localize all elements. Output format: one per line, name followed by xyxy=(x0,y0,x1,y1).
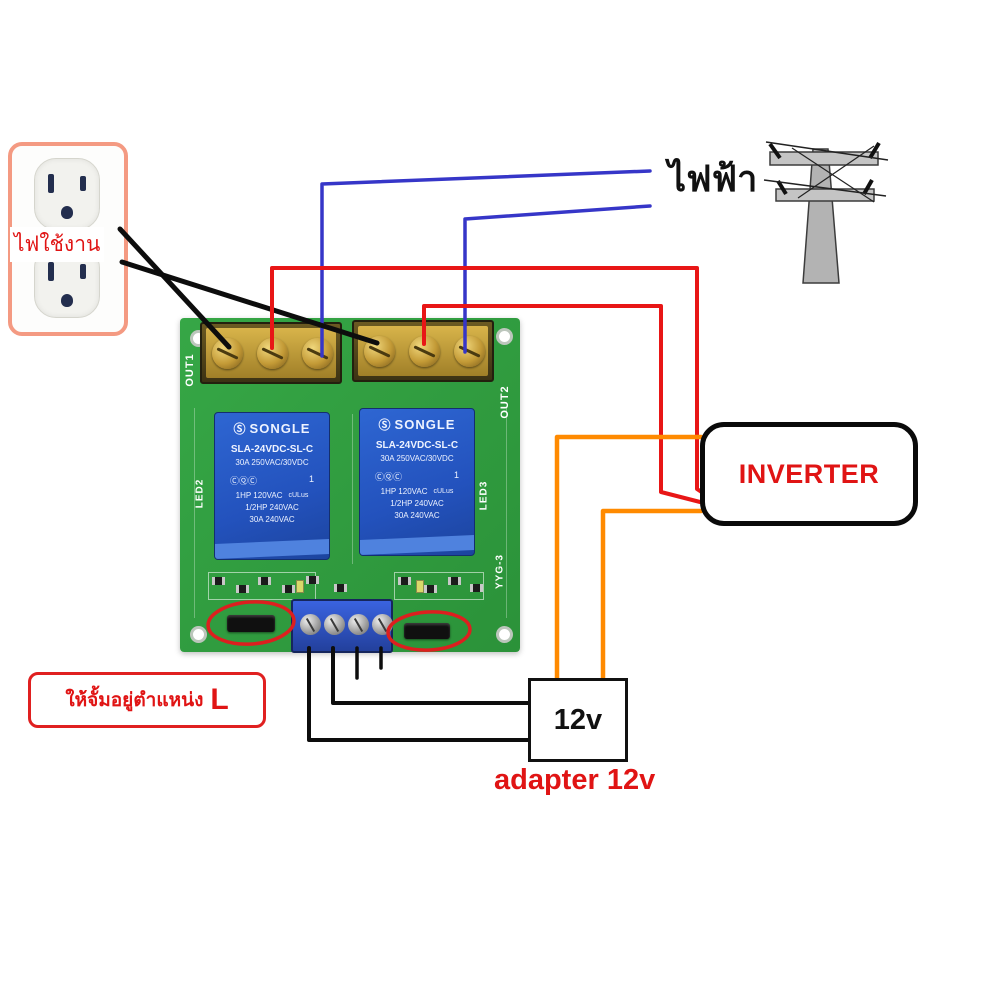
silkscreen-box xyxy=(208,572,316,600)
relay-module-board: OUT1 OUT2 Ⓢ SONGLE SLA-24VDC-SL-C 30A 25… xyxy=(180,318,520,653)
cert-number: 1 xyxy=(308,474,314,484)
relay-rating-row: 1HP 120VAC cULus xyxy=(360,487,474,496)
relay-cert-row: ⒸⓆⒸ 1 xyxy=(360,470,474,483)
led2-silkscreen-label: LED2 xyxy=(194,478,206,509)
smd-component xyxy=(212,577,225,585)
outlet-slot xyxy=(48,174,54,193)
smd-component xyxy=(398,577,411,585)
relay-model: SLA-24VDC-SL-C xyxy=(230,444,314,455)
relay-1: Ⓢ SONGLE SLA-24VDC-SL-C 30A 250VAC/30VDC… xyxy=(214,412,330,560)
orange-dc-wire-2 xyxy=(600,508,704,682)
cqc-mark: ⒸⓆⒸ xyxy=(375,472,403,482)
cert-number: 1 xyxy=(453,470,459,480)
outlet-ground-hole xyxy=(61,294,73,307)
inverter-label: INVERTER xyxy=(738,458,880,489)
relay-brand: SONGLE xyxy=(249,421,311,436)
relay-rating: 30A 240VAC xyxy=(394,511,440,520)
smd-component xyxy=(448,577,461,585)
status-led xyxy=(416,580,424,593)
ul-mark: cULus xyxy=(288,492,309,499)
adapter-box-label: 12v xyxy=(553,703,603,736)
terminal-screw xyxy=(300,614,321,635)
orange-dc-wire-1 xyxy=(554,434,704,682)
mounting-hole xyxy=(190,626,207,643)
adapter-box: 12v xyxy=(528,678,628,762)
relay-rating: 1HP 120VAC xyxy=(380,487,428,496)
silkscreen-box xyxy=(394,572,484,600)
adapter-caption: adapter 12v xyxy=(494,764,656,796)
out2-silkscreen-label: OUT2 xyxy=(499,385,511,419)
relay-rating-row: 1HP 120VAC cULus xyxy=(215,491,329,500)
relay-brand: SONGLE xyxy=(394,417,456,432)
outlet-caption: ไฟใช้งาน xyxy=(10,227,105,262)
relay-rating: 1/2HP 240VAC xyxy=(390,499,444,508)
inverter-box: INVERTER xyxy=(700,422,918,526)
relay-logo: Ⓢ SONGLE xyxy=(360,416,474,433)
smd-component xyxy=(334,584,347,592)
black-dc-wire-1 xyxy=(331,646,531,705)
mounting-hole xyxy=(496,328,513,345)
terminal-screw xyxy=(257,338,288,369)
ul-mark: cULus xyxy=(433,488,454,495)
smd-component xyxy=(306,576,319,584)
grid-power-caption: ไฟฟ้า xyxy=(668,158,758,199)
relay-logo-mark: Ⓢ xyxy=(378,418,391,432)
relay-rating: 1HP 120VAC xyxy=(235,491,283,500)
terminal-screw xyxy=(212,338,243,369)
output-terminal-block-2 xyxy=(352,320,494,382)
relay-logo-mark: Ⓢ xyxy=(233,422,246,436)
relay-cert-row: ⒸⓆⒸ 1 xyxy=(215,474,329,487)
utility-pole-icon xyxy=(763,141,889,284)
relay-logo: Ⓢ SONGLE xyxy=(215,420,329,437)
led3-silkscreen-label: LED3 xyxy=(478,480,490,511)
relay-rating: 1/2HP 240VAC xyxy=(245,503,299,512)
smd-component xyxy=(424,585,437,593)
pcb-trace xyxy=(506,408,507,618)
outlet-socket-top xyxy=(34,158,100,230)
relay-rating: 30A 250VAC/30VDC xyxy=(235,458,309,467)
jumper-cap-right xyxy=(404,623,450,639)
output-terminal-block-1 xyxy=(200,322,342,384)
smd-component xyxy=(470,584,483,592)
jumper-note-text: ให้จั้มอยู่ตำแหน่ง xyxy=(65,690,204,711)
terminal-screw xyxy=(324,614,345,635)
input-terminal-block xyxy=(291,599,393,653)
smd-component xyxy=(282,585,295,593)
jumper-cap-left xyxy=(227,615,275,632)
outlet-slot xyxy=(80,264,86,279)
pcb-trace xyxy=(352,414,353,564)
out1-silkscreen-label: OUT1 xyxy=(184,353,196,387)
status-led xyxy=(296,580,304,593)
outlet-ground-hole xyxy=(61,206,73,219)
cqc-mark: ⒸⓆⒸ xyxy=(230,476,258,486)
pcb-trace xyxy=(194,408,195,618)
terminal-screw xyxy=(409,336,440,367)
terminal-screw xyxy=(348,614,369,635)
outlet-slot xyxy=(48,262,54,281)
mounting-hole xyxy=(496,626,513,643)
terminal-screw xyxy=(372,614,393,635)
board-model-label: YYG-3 xyxy=(494,554,506,590)
relay-model: SLA-24VDC-SL-C xyxy=(375,440,459,451)
terminal-screw xyxy=(302,338,333,369)
smd-component xyxy=(236,585,249,593)
terminal-screw xyxy=(364,336,395,367)
black-dc-wire-2 xyxy=(307,646,531,742)
smd-component xyxy=(258,577,271,585)
jumper-note-highlight: L xyxy=(210,683,229,716)
relay-rating: 30A 240VAC xyxy=(249,515,295,524)
relay-2: Ⓢ SONGLE SLA-24VDC-SL-C 30A 250VAC/30VDC… xyxy=(359,408,475,556)
outlet-slot xyxy=(80,176,86,191)
jumper-note-box: ให้จั้มอยู่ตำแหน่ง L xyxy=(28,672,266,728)
relay-rating: 30A 250VAC/30VDC xyxy=(380,454,454,463)
terminal-screw xyxy=(454,336,485,367)
